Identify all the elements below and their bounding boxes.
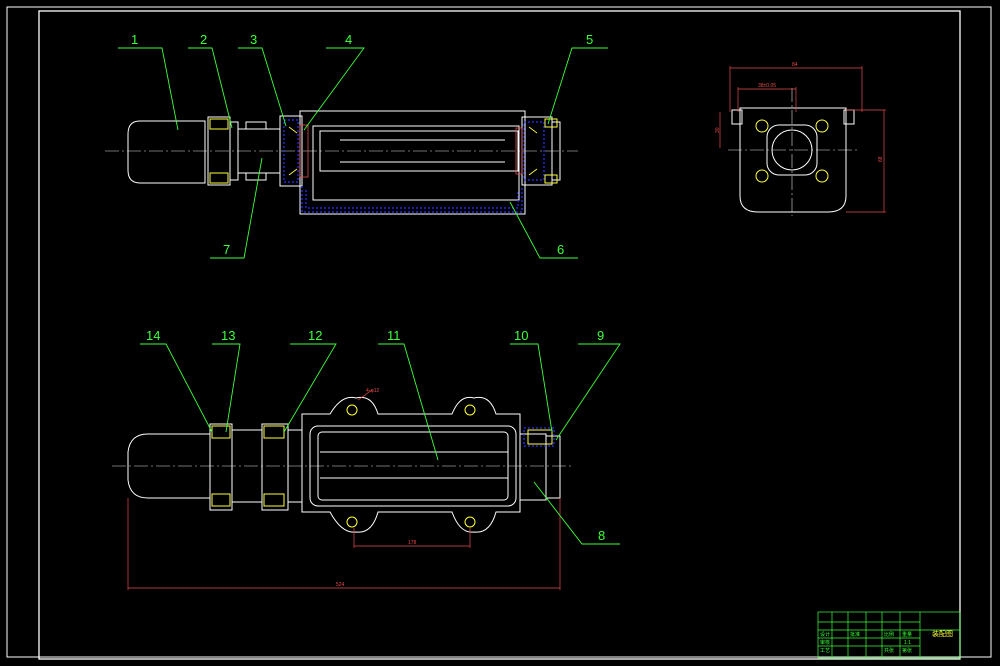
dim-side-height: 68 bbox=[878, 156, 884, 162]
callout-6: 6 bbox=[557, 242, 564, 257]
callout-11: 11 bbox=[387, 328, 401, 343]
callout-10: 10 bbox=[514, 328, 528, 343]
dim-bottom-inner: 178 bbox=[408, 540, 417, 546]
top-view bbox=[105, 110, 578, 215]
tb-cell-0: 设计 bbox=[820, 631, 830, 638]
callout-5: 5 bbox=[586, 32, 593, 47]
dim-side-width: 84 bbox=[792, 62, 798, 68]
title-block-title: 装配图 bbox=[932, 629, 953, 638]
title-block bbox=[817, 611, 961, 659]
callout-12: 12 bbox=[308, 328, 322, 343]
callout-7: 7 bbox=[223, 242, 230, 257]
tb-cell-5: 共张 bbox=[884, 647, 894, 654]
tb-cell-1: 审核 bbox=[820, 639, 830, 646]
callout-1: 1 bbox=[131, 32, 138, 47]
dim-bottom-total: 524 bbox=[336, 582, 345, 588]
callout-14: 14 bbox=[146, 328, 160, 343]
callout-9: 9 bbox=[597, 328, 604, 343]
bottom-dimensions: 4-φ12 178 524 bbox=[336, 388, 417, 588]
dim-side-inner: 38±0.05 bbox=[758, 83, 776, 89]
callout-labels: 1 2 3 4 5 6 7 8 9 10 11 12 13 14 bbox=[131, 32, 605, 543]
tb-cell-3: 批准 bbox=[850, 631, 860, 638]
callout-leaders bbox=[118, 47, 621, 545]
tb-cell-8: 1:1 bbox=[904, 640, 911, 646]
side-dimensions: 84 38±0.05 30 68 bbox=[715, 62, 884, 162]
callout-8: 8 bbox=[598, 528, 605, 543]
bottom-view bbox=[112, 389, 574, 590]
dim-side-left: 30 bbox=[715, 127, 721, 133]
sheet-border bbox=[6, 6, 992, 660]
tb-cell-7: 重量 bbox=[902, 631, 912, 638]
title-block-text: 装配图 设计 审核 工艺 批准 比例 共张 第张 重量 1:1 bbox=[820, 629, 953, 654]
tb-cell-2: 工艺 bbox=[820, 648, 830, 654]
callout-4: 4 bbox=[345, 32, 352, 47]
callout-3: 3 bbox=[250, 32, 257, 47]
callout-2: 2 bbox=[200, 32, 207, 47]
tb-cell-4: 比例 bbox=[884, 631, 894, 638]
callout-13: 13 bbox=[221, 328, 235, 343]
side-view bbox=[719, 66, 886, 216]
dim-hole-label: 4-φ12 bbox=[366, 388, 379, 394]
tb-cell-6: 第张 bbox=[902, 647, 912, 654]
